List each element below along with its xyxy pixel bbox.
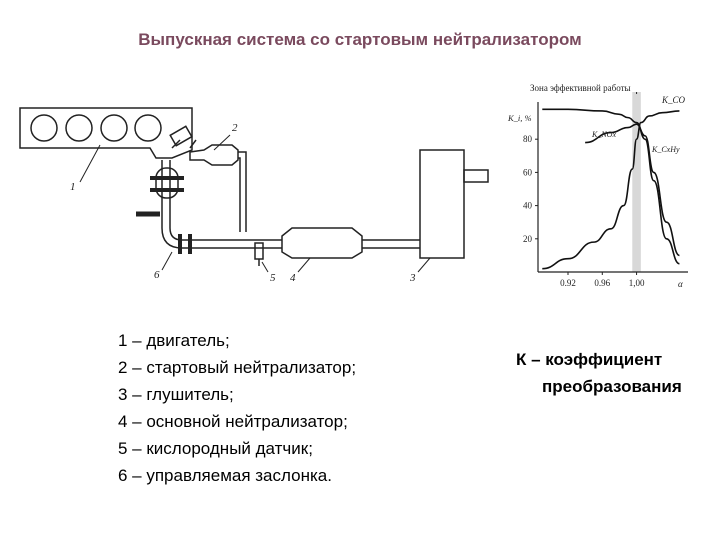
y-tick-label: 60 xyxy=(523,167,533,177)
callout-2: 2 xyxy=(232,122,238,134)
callout-6: 6 xyxy=(154,269,160,281)
x-axis-label: α xyxy=(678,279,683,289)
y-tick-label: 20 xyxy=(523,234,533,244)
page-title: Выпускная система со стартовым нейтрализ… xyxy=(138,30,582,49)
series-label-kco: K_CO xyxy=(661,95,686,105)
engine-cylinder xyxy=(65,114,93,142)
damper-housing xyxy=(155,167,179,199)
legend-list: 1 – двигатель; 2 – стартовый нейтрализат… xyxy=(118,327,356,489)
callout-3: 3 xyxy=(409,272,416,284)
y-tick-label: 80 xyxy=(523,134,533,144)
engine-cylinder xyxy=(100,114,128,142)
legend-item-main-catalyst: 4 – основной нейтрализатор; xyxy=(118,412,348,431)
y-tick-label: 40 xyxy=(523,201,533,211)
engine-cylinder xyxy=(30,114,58,142)
x-tick-label: 0.92 xyxy=(560,278,576,288)
coefficient-definition: К – коэффициент преобразования xyxy=(516,346,720,400)
x-tick-label: 0.96 xyxy=(594,278,610,288)
engine-block xyxy=(19,107,193,159)
callout-4: 4 xyxy=(290,272,296,284)
series-label-kcxhy: K_CxHy xyxy=(651,145,680,154)
start-catalyst xyxy=(189,144,239,166)
main-catalyst xyxy=(281,227,363,259)
x-tick-label: 1,00 xyxy=(629,278,645,288)
effective-zone xyxy=(632,92,641,272)
legend-item-damper: 6 – управляемая заслонка. xyxy=(118,466,332,485)
series-line-2 xyxy=(585,123,680,257)
muffler xyxy=(419,149,465,259)
tailpipe xyxy=(463,169,489,183)
chart-title: Зона эффективной работы xyxy=(530,83,631,93)
series-line-0 xyxy=(542,110,680,270)
conversion-chart: 20 40 60 80 0.92 0.96 1,00 Зона эффективной ра… xyxy=(507,83,688,289)
callout-5: 5 xyxy=(270,272,276,284)
start-catalyst-flange xyxy=(169,125,193,147)
legend-item-start-catalyst: 2 – стартовый нейтрализатор; xyxy=(118,358,357,377)
oxygen-sensor xyxy=(254,242,264,260)
engine-cylinder xyxy=(134,114,162,142)
legend-item-oxygen-sensor: 5 – кислородный датчик; xyxy=(118,439,313,458)
series-label-knox: K_NOx xyxy=(591,130,616,139)
callout-1: 1 xyxy=(70,181,76,193)
series-line-1 xyxy=(542,108,680,265)
legend-item-muffler: 3 – глушитель; xyxy=(118,385,234,404)
legend-item-engine: 1 – двигатель; xyxy=(118,331,230,350)
definition-line-1: К – коэффициент xyxy=(516,350,663,369)
start-catalyst-outlet xyxy=(238,151,247,232)
definition-line-2: преобразования xyxy=(542,377,682,396)
y-axis-label: K_i, % xyxy=(507,113,532,123)
